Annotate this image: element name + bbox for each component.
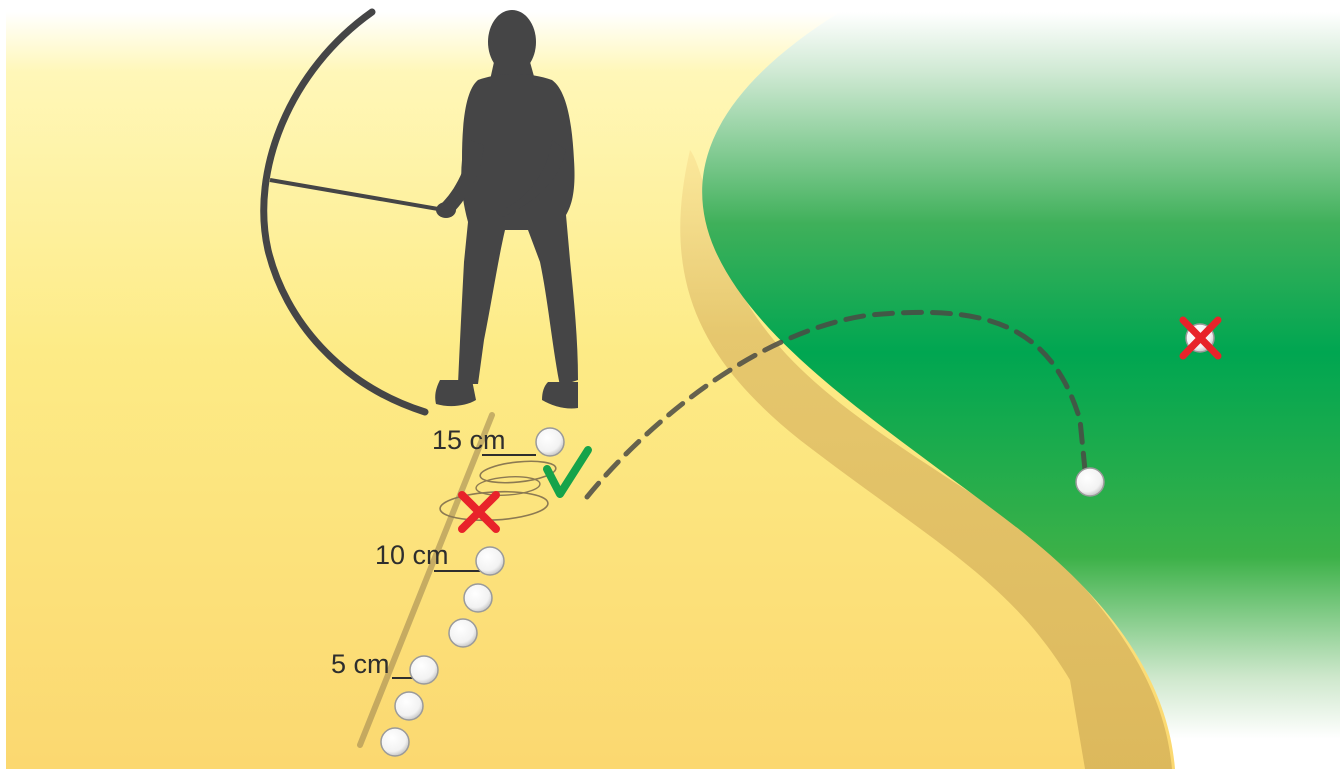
golf-ball (381, 728, 409, 756)
distance-label-5cm: 5 cm (331, 649, 390, 679)
golf-ball (410, 656, 438, 684)
golf-ball (464, 584, 492, 612)
golf-ball-landed (1076, 468, 1104, 496)
golf-ball (536, 428, 564, 456)
distance-label-10cm: 10 cm (375, 540, 449, 570)
golf-ball (449, 619, 477, 647)
golf-ball (395, 692, 423, 720)
distance-label-15cm: 15 cm (432, 425, 506, 455)
golf-ball (476, 547, 504, 575)
